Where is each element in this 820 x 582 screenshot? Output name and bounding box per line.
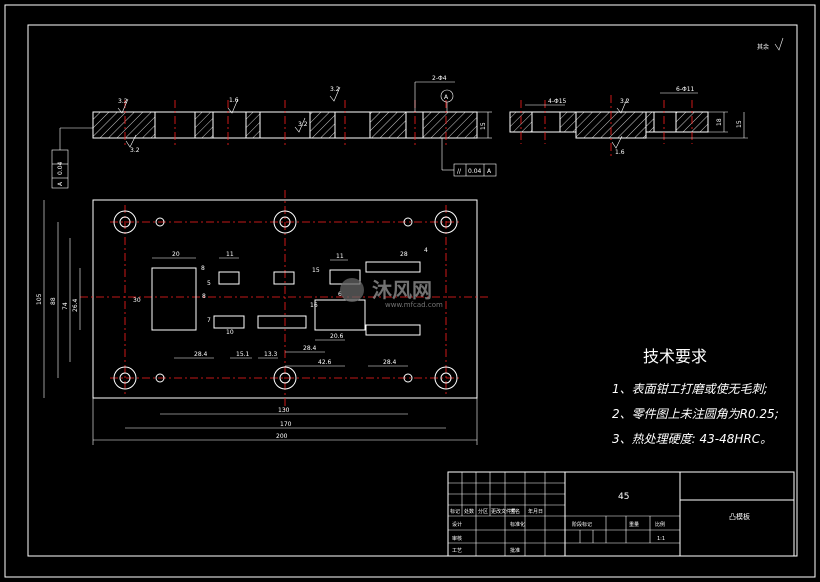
ra-mark: 1.6 [229,97,239,104]
dim-8: 8 [201,265,205,272]
hole-callout: 4-Φ15 [548,98,567,105]
tech-requirements: 技术要求 1、表面钳工打磨或使无毛刺; 2、零件图上未注圆角为R0.25; 3、… [612,347,779,446]
thickness-dim: 18 [716,118,723,126]
dim-5: 5 [207,280,211,287]
logo-icon [340,278,364,302]
tech-req-item: 3、热处理硬度: 43-48HRC。 [612,432,772,446]
tb-row: 审核 [452,535,462,542]
ra-mark: 1.6 [615,149,625,156]
ra-mark: 3.2 [620,98,630,105]
watermark: 沐风网 www.mfcad.com [340,278,443,309]
thickness-dim: 15 [736,120,743,128]
dim-28: 28 [400,251,408,258]
dim-4: 4 [424,247,428,254]
datum-label: A [444,94,449,101]
tb-part-name: 凸模板 [729,512,750,521]
dim-11: 11 [226,251,234,258]
roughness-icon [774,37,784,51]
tb-scale: 比例 [655,521,665,528]
dim-28-4: 28.4 [383,359,397,366]
tb-header: 更改文件号 [491,508,516,515]
dim-28-4: 28.4 [303,345,317,352]
hole-callout: 2-Φ4 [432,75,447,82]
tech-req-item: 2、零件图上未注圆角为R0.25; [612,407,779,421]
inner-frame [27,24,798,557]
hole-callout: 6-Φ11 [676,86,695,93]
parallel-value: 0.04 [468,168,482,175]
title-block: 标记 处数 分区 更改文件号 签名 年月日 设计 标准化 审核 工艺 批准 阶段… [447,471,795,557]
section-view-right: 4-Φ15 6-Φ11 3.2 1.6 18 15 [509,86,748,158]
dim-20: 20 [172,251,180,258]
tech-req-item: 1、表面钳工打磨或使无毛刺; [612,382,768,396]
parallel-icon: // [457,168,462,175]
tb-stage: 阶段标记 [572,521,592,528]
tb-weight: 重量 [629,521,639,528]
datum-label: A [487,168,492,175]
plan-view: 200 170 130 28.4 15.1 13.3 28.4 42.6 20.… [36,190,490,445]
dim-15-1: 15.1 [236,351,250,358]
dim-20-6: 20.6 [330,333,344,340]
dim-13-3: 13.3 [264,351,278,358]
dim-10: 10 [226,329,234,336]
tb-header: 处数 [464,508,474,515]
ra-mark: 3.2 [130,147,140,154]
roughness-note: 其余 [757,43,769,51]
dim-42-6: 42.6 [318,359,332,366]
tb-row: 标准化 [510,521,525,528]
watermark-url: www.mfcad.com [385,301,443,309]
tb-header: 分区 [478,508,488,515]
datum-label: A [57,181,64,186]
dim-15: 15 [312,267,320,274]
tb-row: 工艺 [452,548,462,554]
dim-11: 11 [336,253,344,260]
tb-row: 批准 [510,547,520,554]
ra-mark: 3.2 [330,86,340,93]
dim-88: 88 [50,297,57,305]
dim-26-4: 26.4 [72,298,79,312]
thickness-dim: 15 [480,122,487,130]
section-view-left: 3.2 3.2 1.6 3.2 3.2 0.04 A 15 2-Φ4 A [51,75,497,189]
dim-8: 8 [202,293,206,300]
dim-16: 16 [310,302,318,309]
dim-28-4: 28.4 [194,351,208,358]
flatness-value: 0.04 [57,161,64,175]
tb-header: 年月日 [528,508,543,515]
dim-105: 105 [36,293,43,305]
dim-130: 130 [278,407,290,414]
tb-header: 标记 [450,508,460,515]
ra-mark: 3.2 [118,98,128,105]
tb-scale-value: 1:1 [657,536,665,542]
dim-30: 30 [133,297,141,304]
dim-200: 200 [276,433,288,440]
dim-7: 7 [207,317,211,324]
tb-header: 签名 [510,508,520,515]
ra-mark: 3.2 [298,121,308,128]
outer-border [4,4,816,578]
dim-6: 6 [338,291,342,298]
watermark-text: 沐风网 [372,278,432,302]
dim-170: 170 [280,421,292,428]
tech-req-title: 技术要求 [643,347,707,366]
tb-material: 45 [618,492,629,502]
tb-row: 设计 [452,521,462,528]
dim-74: 74 [62,302,69,310]
